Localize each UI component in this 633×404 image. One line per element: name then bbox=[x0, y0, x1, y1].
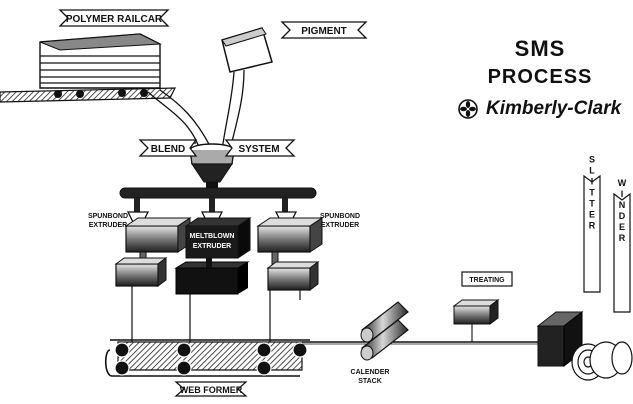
diagram-title-line-2: PROCESS bbox=[470, 66, 610, 89]
spunbond-right-text-1: SPUNBOND bbox=[320, 213, 360, 220]
slitter: SLITTER bbox=[538, 155, 600, 367]
slitter-text: SLITTER bbox=[587, 155, 597, 232]
spunbond-left-label: SPUNBOND EXTRUDER bbox=[88, 213, 128, 229]
polymer-railcar: POLYMER RAILCAR bbox=[0, 10, 175, 102]
calender-text-2: STACK bbox=[358, 378, 382, 385]
spunbond-extruder-left: SPUNBOND EXTRUDER bbox=[88, 212, 190, 286]
pigment-container: PIGMENT bbox=[222, 22, 366, 72]
blend-text: BLEND bbox=[151, 144, 185, 155]
slitter-label: SLITTER bbox=[584, 155, 600, 293]
web-former: WEB FORMER bbox=[106, 340, 310, 396]
treating-text: TREATING bbox=[469, 277, 505, 284]
web-former-label: WEB FORMER bbox=[176, 382, 246, 396]
spunbond-right-text-2: EXTRUDER bbox=[321, 222, 360, 229]
spunbond-left-text-1: SPUNBOND bbox=[88, 213, 128, 220]
winder: WINDER bbox=[572, 178, 632, 380]
blend-label: BLEND bbox=[140, 140, 196, 156]
diagram-title-line-1: SMS bbox=[470, 36, 610, 62]
winder-text: WINDER bbox=[617, 178, 627, 244]
spunbond-extruder-right: SPUNBOND EXTRUDER bbox=[258, 212, 360, 290]
meltblown-text-1: MELTBLOWN bbox=[190, 233, 235, 240]
material-streams bbox=[148, 70, 244, 150]
web-former-text: WEB FORMER bbox=[180, 385, 243, 395]
system-label: SYSTEM bbox=[226, 140, 294, 156]
treating-label: TREATING bbox=[462, 272, 512, 286]
brand-name: Kimberly-Clark bbox=[486, 98, 621, 120]
polymer-railcar-label: POLYMER RAILCAR bbox=[60, 10, 168, 26]
brand: Kimberly-Clark bbox=[458, 96, 628, 122]
pigment-text: PIGMENT bbox=[301, 26, 347, 37]
treating-station: TREATING bbox=[454, 272, 512, 342]
calender-stack: CALENDER STACK bbox=[351, 302, 408, 385]
winder-label: WINDER bbox=[614, 178, 630, 312]
blend-system: BLEND SYSTEM bbox=[140, 140, 294, 192]
polymer-railcar-text: POLYMER RAILCAR bbox=[66, 14, 163, 25]
calender-text-1: CALENDER bbox=[351, 369, 390, 376]
pigment-label: PIGMENT bbox=[282, 22, 366, 38]
distribution-manifold bbox=[120, 188, 316, 212]
system-text: SYSTEM bbox=[238, 144, 279, 155]
meltblown-text-2: EXTRUDER bbox=[193, 243, 232, 250]
spunbond-left-text-2: EXTRUDER bbox=[89, 222, 128, 229]
